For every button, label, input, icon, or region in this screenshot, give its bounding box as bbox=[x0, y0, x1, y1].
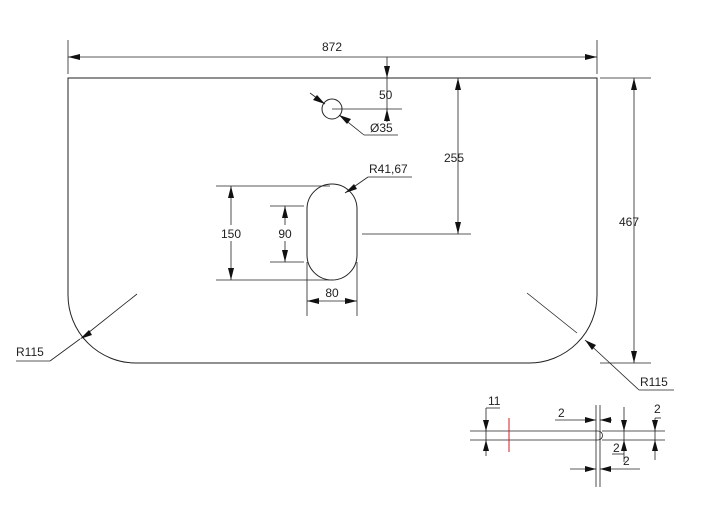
dimension-slot-offset: 255 bbox=[362, 77, 471, 235]
dimension-label-slot-width: 80 bbox=[325, 286, 339, 300]
dimension-slot-height: 150 bbox=[216, 185, 330, 281]
slot-cutout bbox=[306, 183, 358, 281]
dimension-slot-inner: 90 bbox=[270, 205, 304, 263]
edge-detail: 11 2 2 2 bbox=[470, 394, 665, 487]
detail-label-gap-bottom: 2 bbox=[623, 454, 630, 468]
dimension-corner-radius-left: R115 bbox=[16, 293, 138, 362]
detail-label-gap-right: 2 bbox=[654, 402, 661, 416]
dimension-label-slot-inner: 90 bbox=[278, 227, 292, 241]
dimension-hole-offset: 50 bbox=[379, 57, 393, 122]
detail-dimension-gap-top: 2 bbox=[555, 406, 612, 423]
detail-label-edge-offset: 11 bbox=[488, 394, 501, 408]
detail-dimension-gap-mid: 2 bbox=[612, 407, 627, 462]
dimension-label-radius-left: R115 bbox=[16, 345, 44, 359]
dimension-label-hole-offset: 50 bbox=[379, 88, 393, 102]
dimension-label-slot-height: 150 bbox=[221, 227, 241, 241]
dimension-label-slot-offset: 255 bbox=[444, 151, 464, 165]
dimension-slot-radius: R41,67 bbox=[344, 162, 412, 194]
detail-dimension-gap-right: 2 bbox=[652, 402, 661, 460]
detail-label-gap-top: 2 bbox=[558, 406, 565, 420]
detail-label-gap-mid: 2 bbox=[613, 441, 620, 455]
dimension-label-slot-radius: R41,67 bbox=[369, 162, 408, 176]
dimension-label-width: 872 bbox=[322, 40, 342, 54]
dimension-label-radius-right: R115 bbox=[640, 375, 668, 389]
detail-dimension-edge-offset: 11 bbox=[483, 394, 501, 456]
dimension-overall-height: 467 bbox=[600, 77, 651, 364]
dimension-overall-width: 872 bbox=[67, 40, 598, 74]
dimension-hole-diameter: Ø35 bbox=[309, 92, 398, 136]
detail-dimension-gap-bottom: 2 bbox=[570, 454, 640, 472]
dimension-slot-width: 80 bbox=[306, 262, 358, 316]
dimension-label-height: 467 bbox=[619, 215, 639, 229]
countertop-outline bbox=[67, 77, 598, 364]
dimension-label-hole-diameter: Ø35 bbox=[370, 121, 393, 135]
dimension-corner-radius-right: R115 bbox=[526, 292, 674, 391]
